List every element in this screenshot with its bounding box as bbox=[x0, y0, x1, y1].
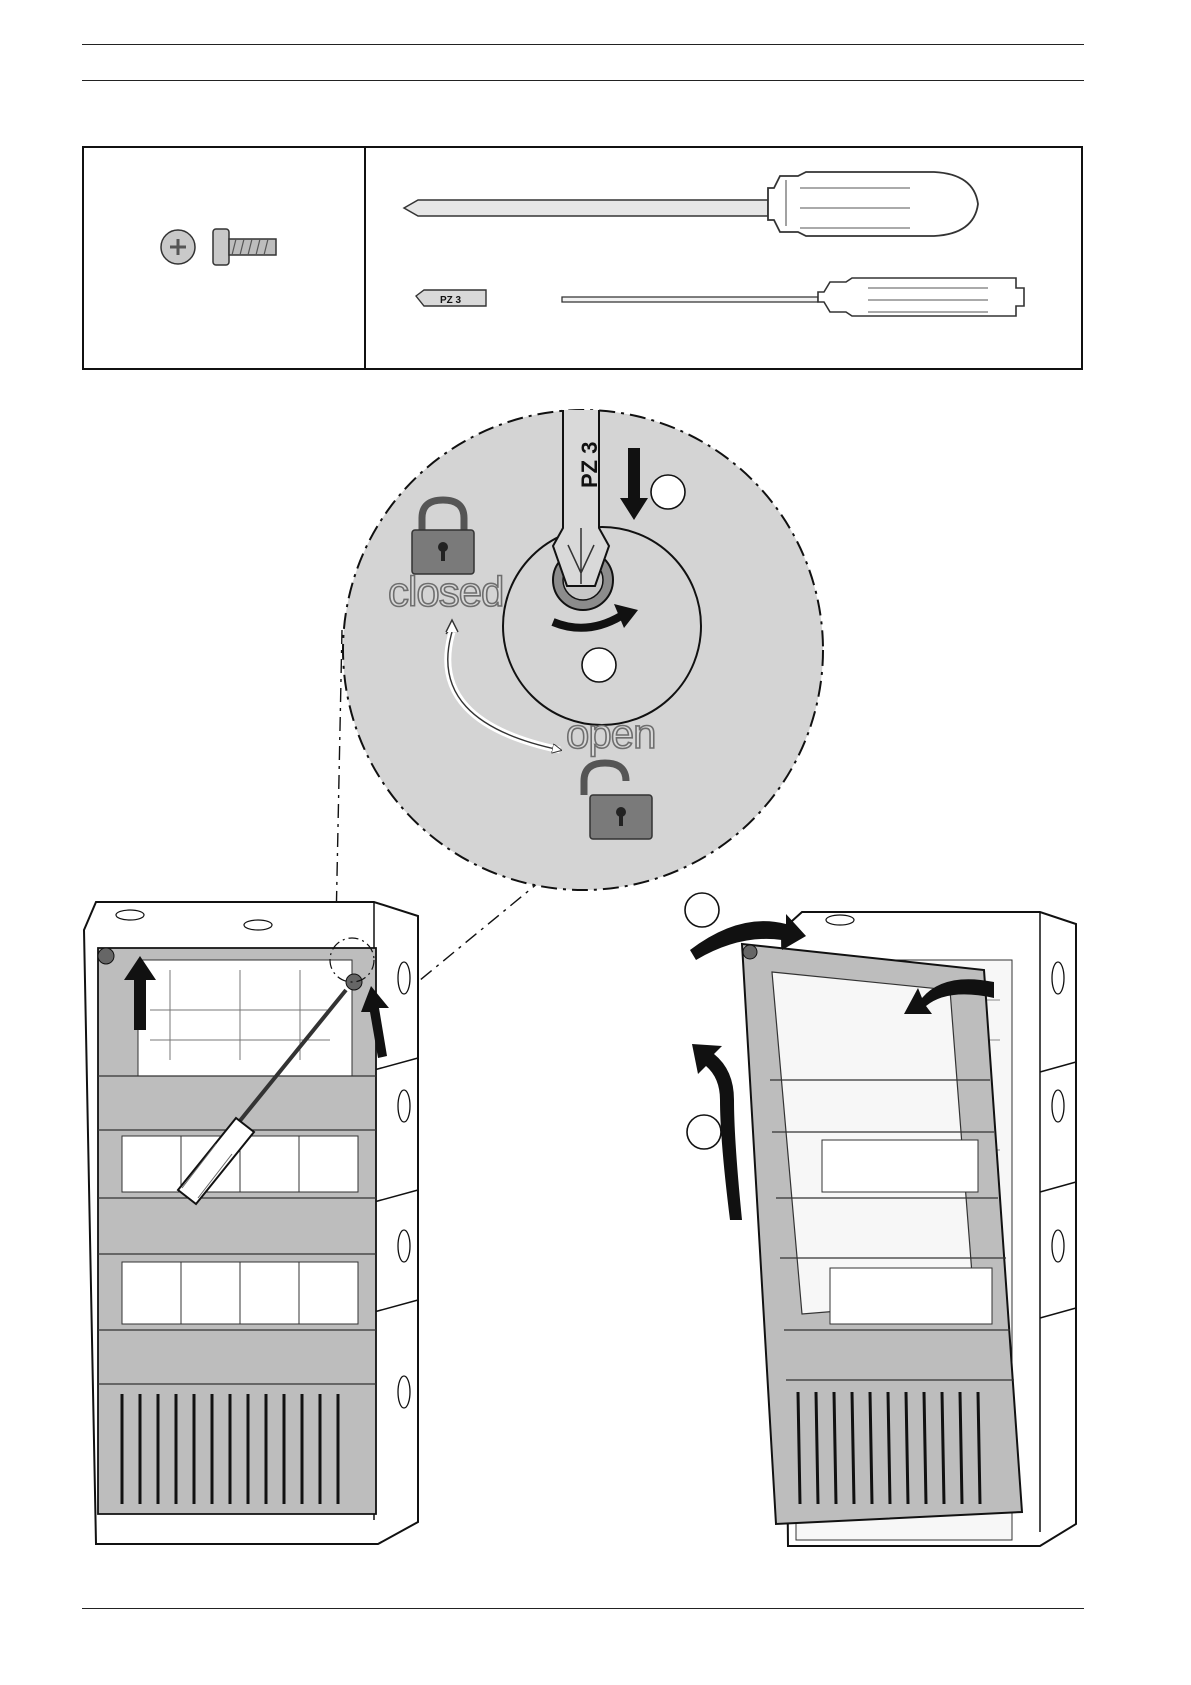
bit-icon: PZ 3 bbox=[416, 290, 486, 306]
step-circle-1 bbox=[651, 475, 685, 509]
bit-label: PZ 3 bbox=[440, 295, 462, 306]
step-circle-4 bbox=[687, 1115, 721, 1149]
screw-icon bbox=[161, 229, 276, 265]
step-circle-3 bbox=[685, 893, 719, 927]
screwdriver-icon bbox=[404, 172, 978, 236]
shaft-label: PZ 3 bbox=[577, 442, 602, 488]
label-open: open bbox=[566, 710, 655, 757]
step-circle-2 bbox=[582, 648, 616, 682]
label-closed: closed bbox=[388, 568, 503, 615]
screwdriver-small-icon bbox=[562, 278, 1024, 316]
